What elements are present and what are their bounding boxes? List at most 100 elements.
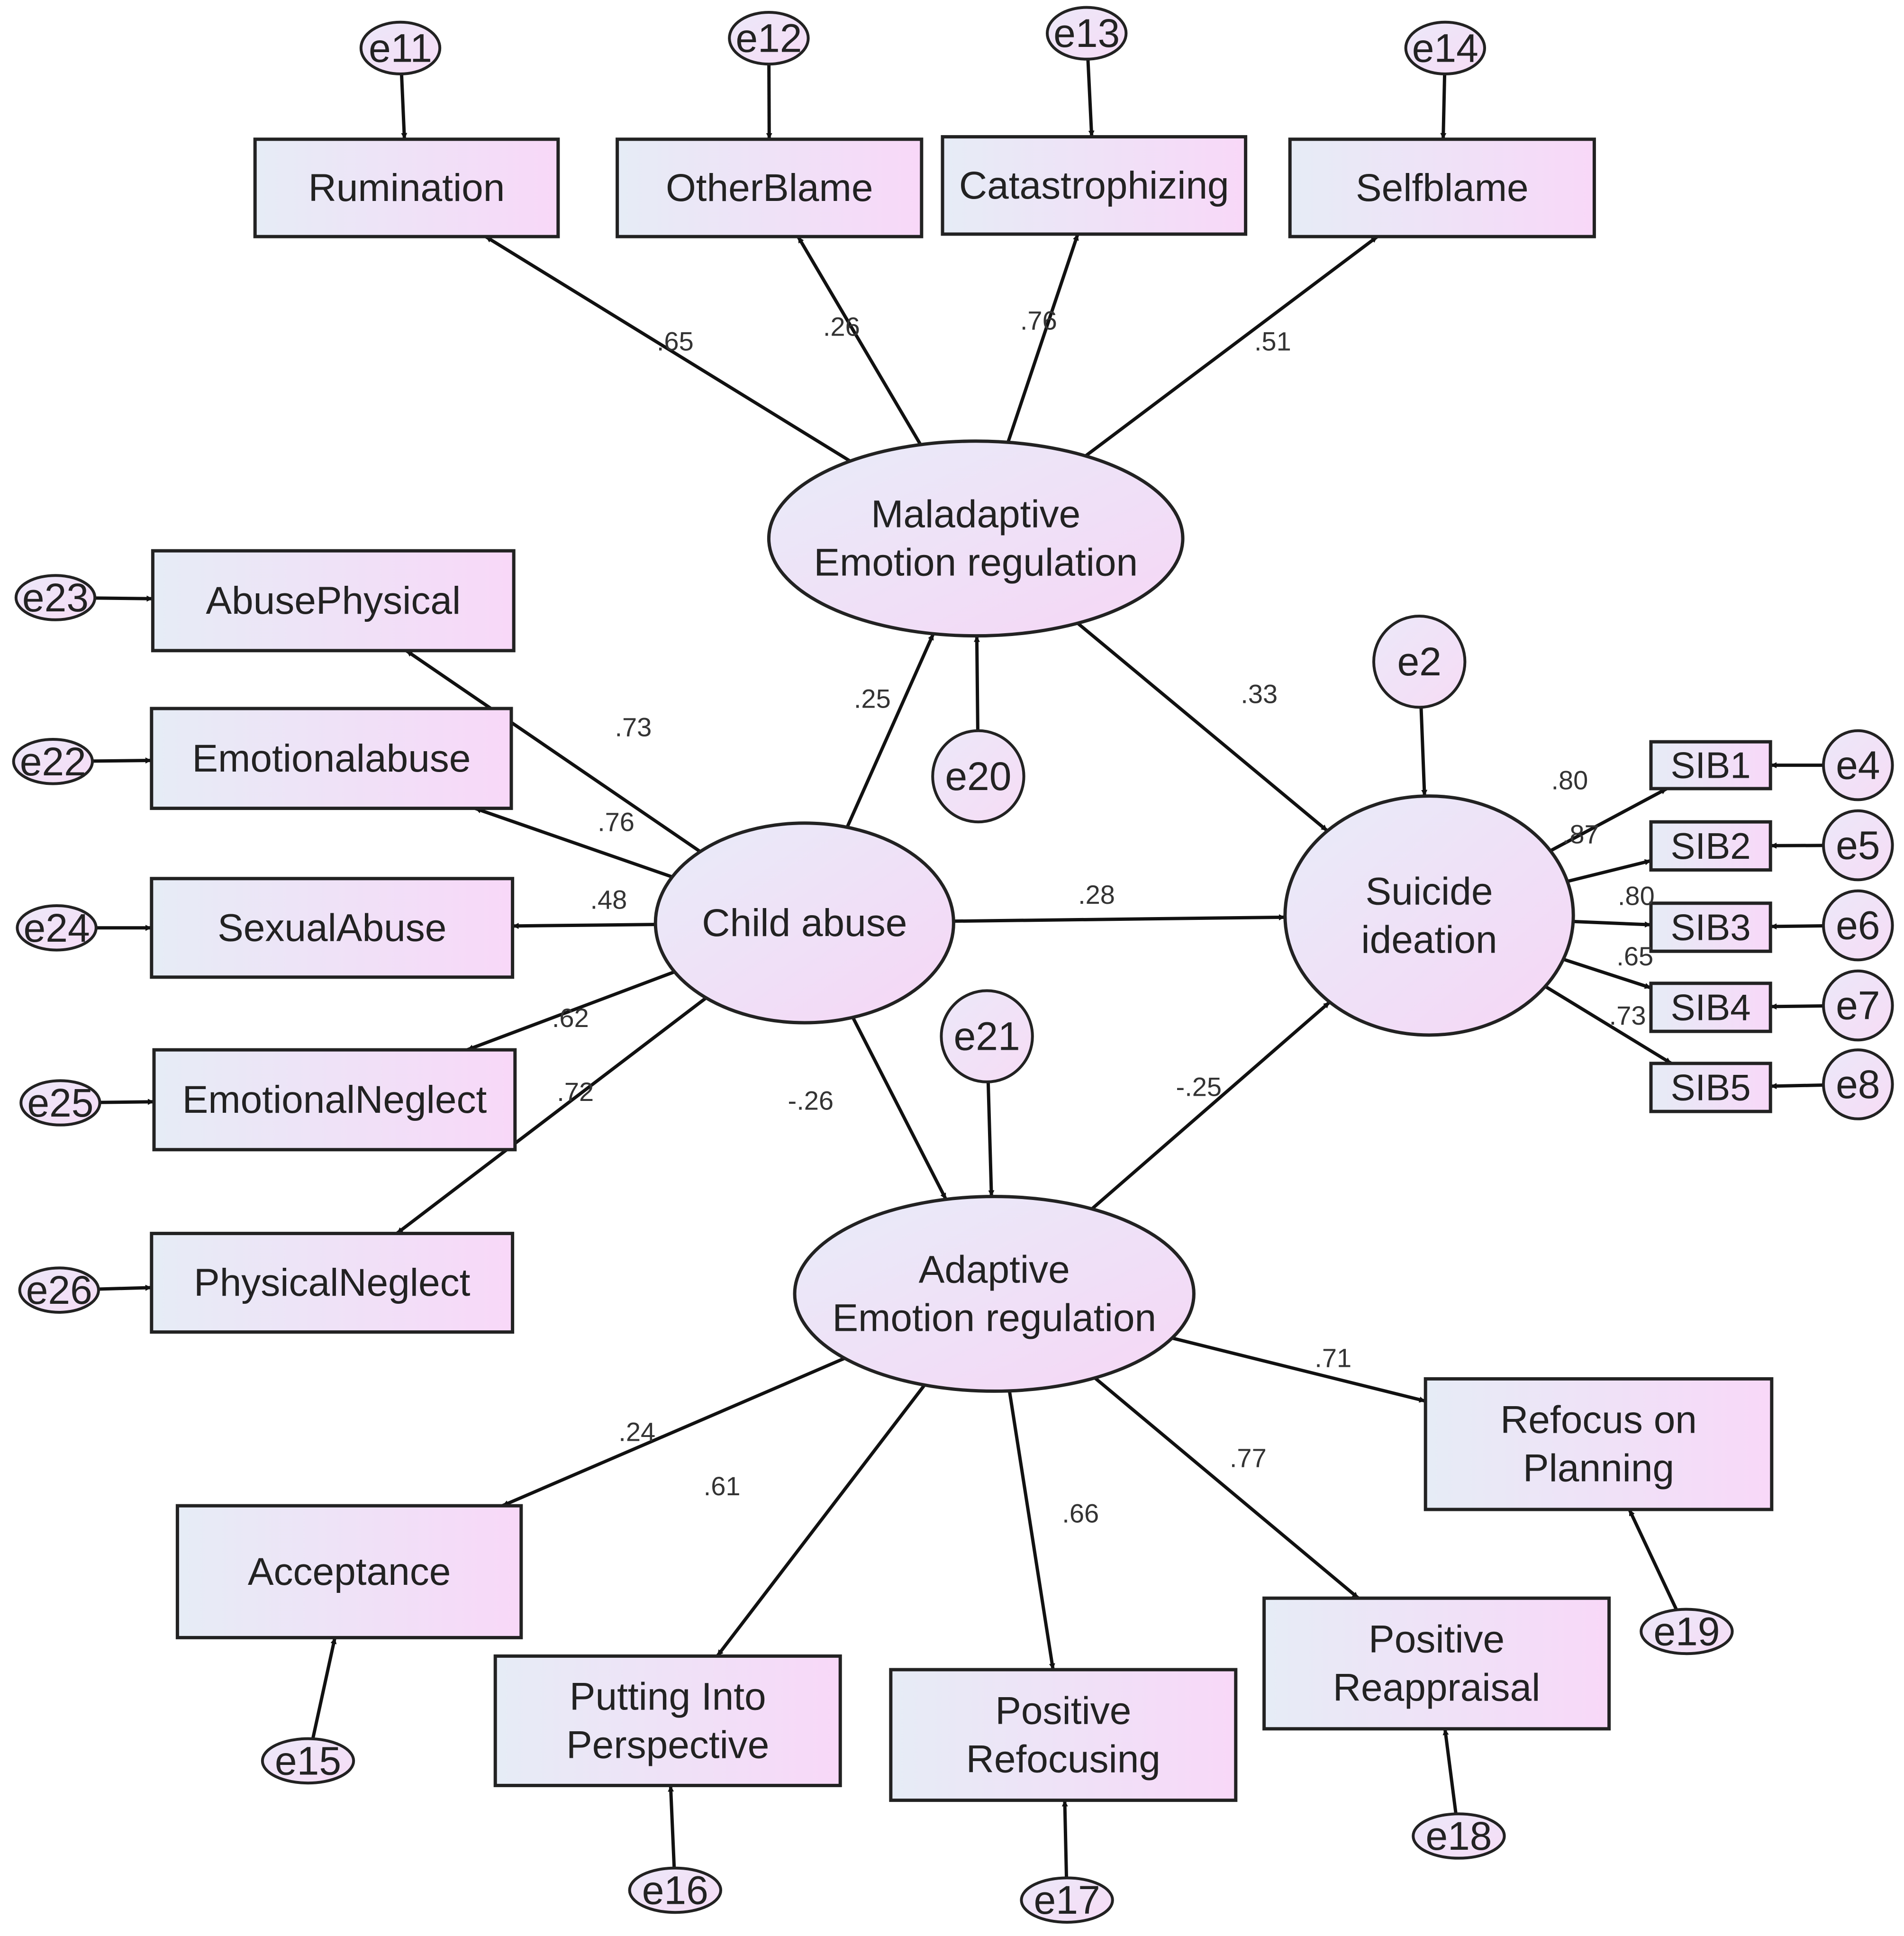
error-label-e4: e4	[1836, 743, 1880, 788]
indicator-label-sib3: SIB3	[1671, 907, 1751, 948]
indicator-otherblame: OtherBlame	[616, 137, 924, 238]
coefficient-sib1: .80	[1551, 765, 1588, 795]
indicator-emotionalneglect: EmotionalNeglect	[152, 1048, 517, 1152]
latent-label-suicide-line-1: Suicide	[1366, 870, 1493, 913]
indicator-box-sexualabuse	[150, 877, 515, 979]
error-arrow-e14	[1440, 73, 1447, 139]
path-arrow-maladaptive-to-rumination	[484, 235, 851, 463]
error-term-e12: e12	[728, 11, 810, 66]
indicator-box-refocusplanning	[1423, 1377, 1774, 1511]
error-ellipse-e15	[261, 1737, 355, 1785]
coefficient-catastrophizing: .76	[1020, 306, 1057, 336]
error-term-e20: e20	[931, 729, 1025, 824]
latent-label-child: Child abuse	[702, 901, 907, 945]
coefficient-physicalneglect: .72	[557, 1077, 594, 1107]
indicator-box-putting	[493, 1654, 842, 1787]
error-ellipse-e4	[1822, 729, 1894, 801]
path-arrow-child-to-adaptive	[851, 1017, 948, 1200]
error-ellipse-e25	[19, 1079, 101, 1127]
indicator-box-catastrophizing	[941, 135, 1248, 236]
error-arrow-e21	[986, 1082, 995, 1197]
error-term-e16: e16	[628, 1866, 723, 1914]
latent-ellipse-suicide	[1283, 794, 1575, 1037]
coefficient-emotionalneglect: .62	[552, 1003, 589, 1033]
error-ellipse-e19	[1640, 1608, 1734, 1655]
indicator-box-selfblame	[1288, 137, 1596, 238]
indicator-box-emotionalabuse	[150, 707, 513, 810]
error-label-e18: e18	[1425, 1814, 1492, 1858]
indicator-acceptance: Acceptance	[175, 1504, 523, 1639]
indicator-box-sib1	[1649, 740, 1772, 791]
indicator-selfblame: Selfblame	[1288, 137, 1596, 238]
error-arrow-e12	[766, 64, 772, 139]
latent-label-maladaptive-line-2: Emotion regulation	[814, 541, 1138, 584]
error-ellipse-e8	[1822, 1048, 1894, 1120]
coefficient-otherblame: .26	[823, 312, 860, 342]
indicator-label-rumination: Rumination	[308, 166, 505, 209]
indicator-catastrophizing: Catastrophizing	[941, 135, 1248, 236]
coefficient-acceptance: .24	[618, 1417, 655, 1447]
error-label-e15: e15	[275, 1738, 341, 1783]
latent-label-adaptive-line-1: Adaptive	[919, 1248, 1070, 1291]
error-ellipse-e14	[1404, 20, 1487, 75]
indicator-label-sib2: SIB2	[1671, 825, 1751, 867]
error-ellipse-e26	[18, 1266, 100, 1314]
coefficient-emotionalabuse: .76	[598, 807, 635, 837]
error-term-e25: e25	[19, 1079, 101, 1127]
error-term-e17: e17	[1020, 1876, 1114, 1924]
indicator-label-refocusplanning-line-1: Refocus on	[1500, 1399, 1697, 1442]
coefficient-adaptive_to_suicide: -.25	[1176, 1072, 1222, 1102]
path-arrow-child-to-emotionalabuse	[474, 807, 673, 879]
error-ellipse-e23	[14, 574, 97, 621]
error-arrow-e22	[92, 757, 152, 764]
coefficient-child_to_adaptive: -.26	[788, 1085, 834, 1115]
coefficient-child_to_maladaptive: .25	[854, 684, 891, 714]
coefficient-selfblame: .51	[1254, 327, 1291, 356]
indicator-box-rumination	[253, 137, 560, 238]
indicator-label-posreappraisal-line-1: Positive	[1369, 1618, 1505, 1661]
error-arrow-e8	[1770, 1083, 1824, 1090]
error-arrow-e19	[1628, 1509, 1678, 1611]
indicator-label-acceptance: Acceptance	[248, 1550, 451, 1593]
error-label-e6: e6	[1836, 903, 1880, 948]
path-arrow-adaptive-to-refocusplanning	[1171, 1336, 1426, 1403]
error-ellipse-e24	[16, 904, 98, 952]
indicator-label-sexualabuse: SexualAbuse	[218, 906, 446, 949]
error-ellipse-e21	[940, 989, 1034, 1083]
coefficient-posrefocusing: .66	[1062, 1498, 1099, 1528]
coefficient-sexualabuse: .48	[590, 885, 627, 915]
indicator-abusephysical: AbusePhysical	[151, 549, 516, 653]
indicator-label-abusephysical: AbusePhysical	[206, 579, 461, 622]
coefficient-maladaptive_to_suicide: .33	[1241, 679, 1278, 709]
indicator-sexualabuse: SexualAbuse	[150, 877, 515, 979]
latent-label-maladaptive-line-1: Maladaptive	[871, 493, 1080, 536]
path-arrows	[92, 59, 1824, 1878]
indicator-label-sib4: SIB4	[1671, 987, 1751, 1028]
coefficient-abusephysical: .73	[615, 712, 652, 742]
error-arrow-e20	[973, 636, 980, 731]
indicator-emotionalabuse: Emotionalabuse	[150, 707, 513, 810]
error-ellipse-e17	[1020, 1876, 1114, 1924]
indicator-box-sib5	[1649, 1062, 1772, 1113]
error-term-e15: e15	[261, 1737, 355, 1785]
indicator-label-otherblame: OtherBlame	[666, 166, 873, 209]
indicator-label-posrefocusing-line-2: Refocusing	[966, 1737, 1161, 1781]
error-term-e21: e21	[940, 989, 1034, 1083]
path-arrow-adaptive-to-putting	[716, 1384, 926, 1657]
error-term-e5: e5	[1822, 809, 1894, 882]
indicator-rumination: Rumination	[253, 137, 560, 238]
error-label-e11: e11	[369, 26, 432, 70]
error-ellipse-e13	[1046, 6, 1128, 61]
error-label-e17: e17	[1034, 1878, 1100, 1922]
error-term-e13: e13	[1046, 6, 1128, 61]
path-arrow-child-to-emotionalneglect	[466, 970, 675, 1052]
coefficient-sib2: .87	[1562, 819, 1599, 849]
error-ellipse-e7	[1822, 969, 1894, 1042]
